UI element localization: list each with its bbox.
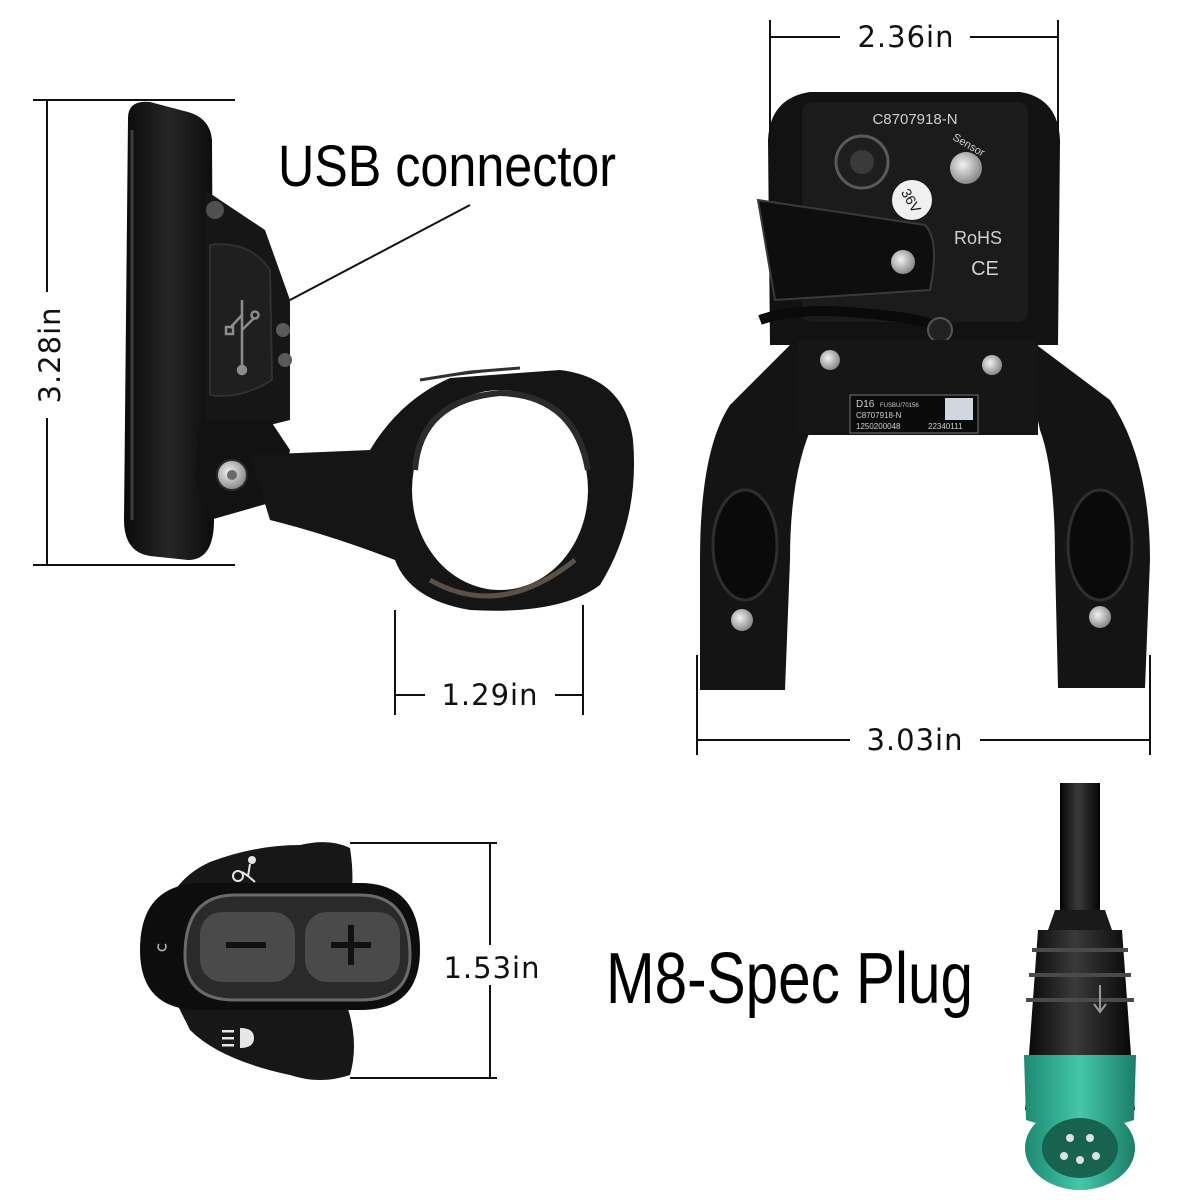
sticker-serial: 1250200048 bbox=[856, 422, 901, 431]
usb-connector-label: USB connector bbox=[278, 134, 616, 199]
usb-icon bbox=[224, 300, 260, 376]
sticker-code: C8707918-N bbox=[856, 411, 902, 420]
power-icon bbox=[157, 943, 167, 952]
dimension-button-height bbox=[350, 842, 497, 1079]
minus-icon bbox=[226, 942, 266, 948]
button-remote bbox=[140, 842, 420, 1080]
arrow-icon bbox=[1093, 985, 1107, 1014]
back-view-mount: D16 FUSBU/70156 C8707918-N 1250200048 22… bbox=[700, 340, 1150, 690]
sticker-part: FUSBU/70156 bbox=[880, 403, 919, 409]
dimension-label-clamp-width: 1.29in bbox=[441, 678, 538, 712]
walk-assist-icon bbox=[232, 856, 256, 883]
dimension-label-display-width: 2.36in bbox=[857, 20, 954, 54]
dimension-display-height bbox=[33, 99, 235, 566]
ce-mark: CE bbox=[971, 258, 999, 280]
headlight-icon bbox=[222, 1028, 254, 1048]
dimension-label-mount-width: 3.03in bbox=[866, 723, 963, 757]
m8-plug-label: M8-Spec Plug bbox=[606, 939, 973, 1019]
sticker-date: 22340111 bbox=[928, 422, 963, 431]
plus-icon bbox=[331, 925, 371, 965]
side-view-display bbox=[124, 101, 292, 561]
dimension-label-display-height: 3.28in bbox=[33, 306, 67, 403]
dimension-label-button-height: 1.53in bbox=[443, 951, 540, 985]
side-view-clamp bbox=[250, 366, 635, 611]
sticker-model: D16 bbox=[856, 399, 875, 410]
usb-leader-line bbox=[289, 204, 471, 301]
back-view-display: C8707918-N Sensor 36V RoHS CE bbox=[756, 92, 1060, 345]
rohs-mark: RoHS bbox=[954, 228, 1002, 248]
m8-plug bbox=[1024, 783, 1136, 1190]
dimension-display-width bbox=[769, 20, 1059, 140]
dimension-mount-width bbox=[696, 655, 1151, 755]
dimension-clamp-width bbox=[394, 605, 584, 715]
model-code: C8707918-N bbox=[872, 111, 957, 128]
